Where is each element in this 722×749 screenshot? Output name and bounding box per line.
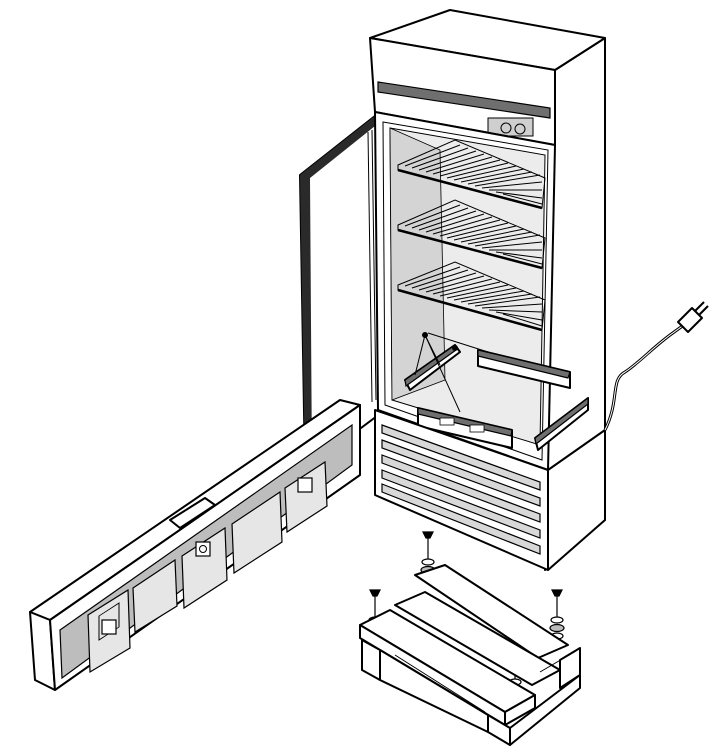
- bracket-right: [534, 396, 589, 451]
- bubble-vial-icon: [199, 545, 207, 553]
- bolt-icon: [549, 589, 565, 640]
- callout-lines: [414, 332, 489, 413]
- thermostat-knob-icon: [500, 122, 512, 134]
- power-plug-icon: [677, 301, 709, 333]
- bracket-front: [417, 407, 513, 449]
- wire-shelves: [397, 139, 546, 332]
- control-panel: [487, 117, 534, 137]
- bracket-rear: [477, 349, 571, 478]
- level-windows: [87, 460, 328, 674]
- shelf-bottom: [397, 261, 546, 332]
- bracket-left: [404, 343, 461, 391]
- shelf-middle: [397, 199, 546, 270]
- leveling-brackets: [404, 332, 589, 478]
- power-cord: [603, 301, 709, 431]
- toe-kick-grille: [374, 409, 606, 571]
- wooden-shipping-pallet: [359, 564, 581, 746]
- refrigerator-cabinet: [369, 9, 606, 571]
- detached-level-bar: [29, 399, 361, 691]
- shelf-top: [397, 139, 546, 210]
- switch-knob-icon: [514, 123, 526, 135]
